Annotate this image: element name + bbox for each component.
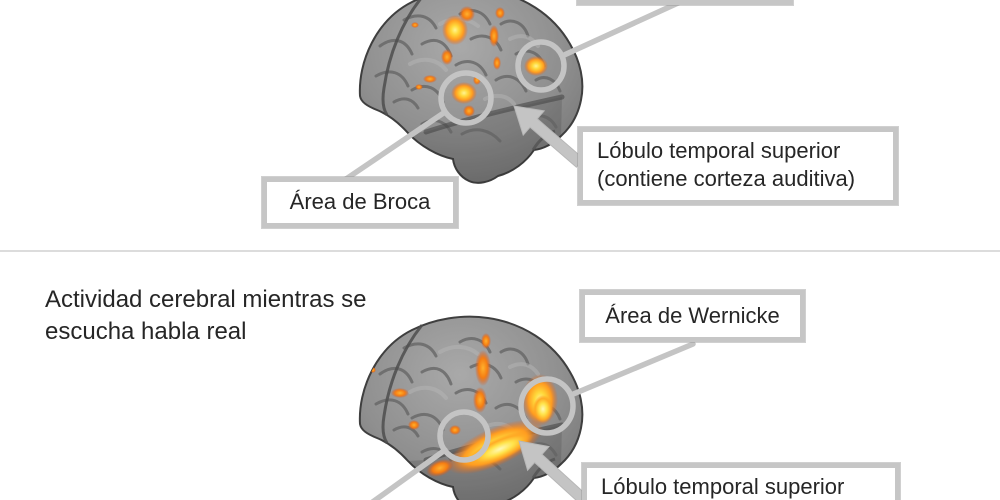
section-divider-line — [0, 250, 1000, 252]
temporal-label-bottom-line1: Lóbulo temporal superior — [601, 474, 845, 499]
broca-label-box-top: Área de Broca — [262, 177, 458, 228]
brain-illustration-top — [358, 0, 584, 184]
wernicke-label-box-top-cut — [577, 0, 793, 5]
wernicke-label-box-bottom: Área de Wernicke — [580, 290, 805, 342]
broca-label-top: Área de Broca — [289, 189, 431, 215]
wernicke-label-bottom: Área de Wernicke — [605, 302, 780, 328]
interhemispheric-fissure — [381, 324, 424, 444]
temporal-label-top-line2: (contiene corteza auditiva) — [597, 166, 856, 192]
temporal-label-box-bottom-cut: Lóbulo temporal superior — [582, 463, 900, 500]
temporal-label-box-top: Lóbulo temporal superior (contiene corte… — [578, 127, 898, 205]
temporal-label-top-line1: Lóbulo temporal superior — [597, 138, 841, 163]
figure-caption: Actividad cerebral mientras se escucha h… — [45, 286, 367, 345]
interhemispheric-fissure — [381, 0, 422, 116]
gyri-highlights — [408, 17, 540, 106]
